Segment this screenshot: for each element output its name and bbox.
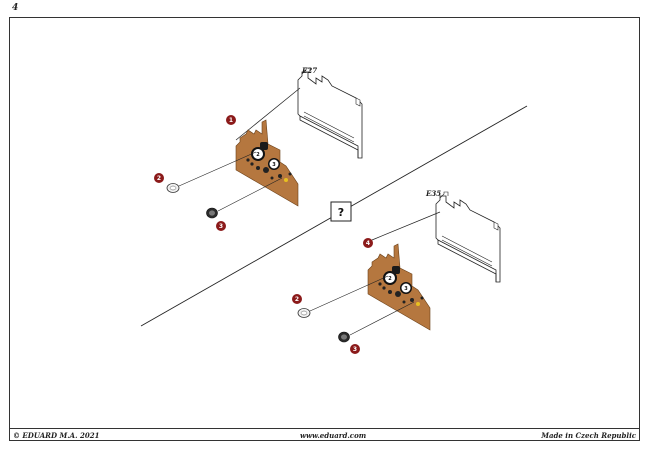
frame-part-e27: [297, 67, 363, 159]
step-marker: 3: [216, 221, 226, 231]
instrument-panel-wooden: [235, 119, 299, 207]
callout-box: ?: [330, 201, 352, 222]
step-marker: 2: [292, 294, 302, 304]
gauge-number: 3: [272, 162, 276, 168]
step-marker: 1: [226, 115, 236, 125]
step-marker: 2: [154, 173, 164, 183]
svg-text:4: 4: [366, 240, 370, 247]
step-marker: 4: [363, 238, 373, 248]
svg-text:1: 1: [229, 117, 233, 124]
step-marker: 3: [350, 344, 360, 354]
frame-part-e35: [435, 191, 501, 283]
page-number: 4: [12, 3, 19, 13]
page-frame: [9, 17, 640, 441]
svg-text:3: 3: [353, 346, 357, 353]
instrument-panel-wooden: [367, 243, 431, 331]
svg-text:2: 2: [157, 175, 161, 182]
upper-assembly: E27 2 3 1 2 3: [154, 66, 363, 231]
svg-text:2: 2: [295, 296, 299, 303]
footer-website: www.eduard.com: [300, 431, 367, 440]
footer-copyright: © EDUARD M.A. 2021: [13, 431, 100, 440]
callout-symbol: ?: [338, 206, 344, 219]
gauge-number: 2: [256, 152, 260, 158]
footer-origin: Made in Czech Republic: [541, 431, 636, 440]
part-label-e27: E27: [301, 66, 317, 75]
part-label-e35: E35: [425, 189, 441, 198]
footer-divider: [9, 428, 640, 429]
gauge-number: 3: [404, 286, 408, 292]
lower-assembly: E35 2 3 4 2 3: [292, 189, 501, 354]
svg-text:3: 3: [219, 223, 223, 230]
gauge-number: 2: [388, 276, 392, 282]
